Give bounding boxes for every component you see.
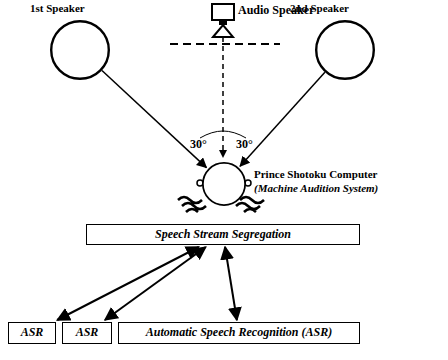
node-text: ASR bbox=[76, 326, 99, 339]
process-box: ASR bbox=[62, 322, 112, 344]
angle-label: 30° bbox=[190, 138, 207, 151]
angle-arc bbox=[200, 131, 246, 138]
connector bbox=[57, 247, 199, 320]
node-text: Speech Stream Segregation bbox=[155, 228, 291, 241]
process-box: Automatic Speech Recognition (ASR) bbox=[118, 322, 360, 344]
wavefront bbox=[170, 43, 280, 45]
node-text: (Machine Audition System) bbox=[254, 182, 378, 194]
node-text: ASR bbox=[21, 326, 44, 339]
angle-label: 30° bbox=[236, 138, 253, 151]
speaker-label: Audio Speaker bbox=[238, 4, 314, 17]
circle-node: 1st Speaker bbox=[50, 20, 110, 80]
circle-outline bbox=[315, 20, 375, 80]
circle-node: 2nd Speaker bbox=[315, 20, 375, 80]
connector bbox=[225, 247, 237, 320]
process-box: ASR bbox=[8, 322, 56, 344]
node-text: 1st Speaker bbox=[30, 2, 85, 14]
sound-scribble bbox=[236, 197, 264, 212]
node-text: Automatic Speech Recognition (ASR) bbox=[146, 326, 332, 339]
process-box: Speech Stream Segregation bbox=[86, 224, 360, 245]
circle-node: Prince Shotoku Computer(Machine Audition… bbox=[202, 162, 246, 206]
node-text: Prince Shotoku Computer bbox=[254, 168, 377, 180]
circle-outline bbox=[202, 162, 246, 206]
connector bbox=[102, 70, 206, 167]
arrow-head bbox=[219, 150, 227, 158]
connector bbox=[105, 247, 206, 320]
circle-outline bbox=[50, 20, 110, 80]
connector bbox=[240, 72, 325, 166]
speaker-cone bbox=[213, 25, 233, 37]
speaker-body bbox=[212, 4, 234, 20]
sound-path bbox=[222, 37, 224, 156]
sound-scribble bbox=[178, 197, 206, 212]
